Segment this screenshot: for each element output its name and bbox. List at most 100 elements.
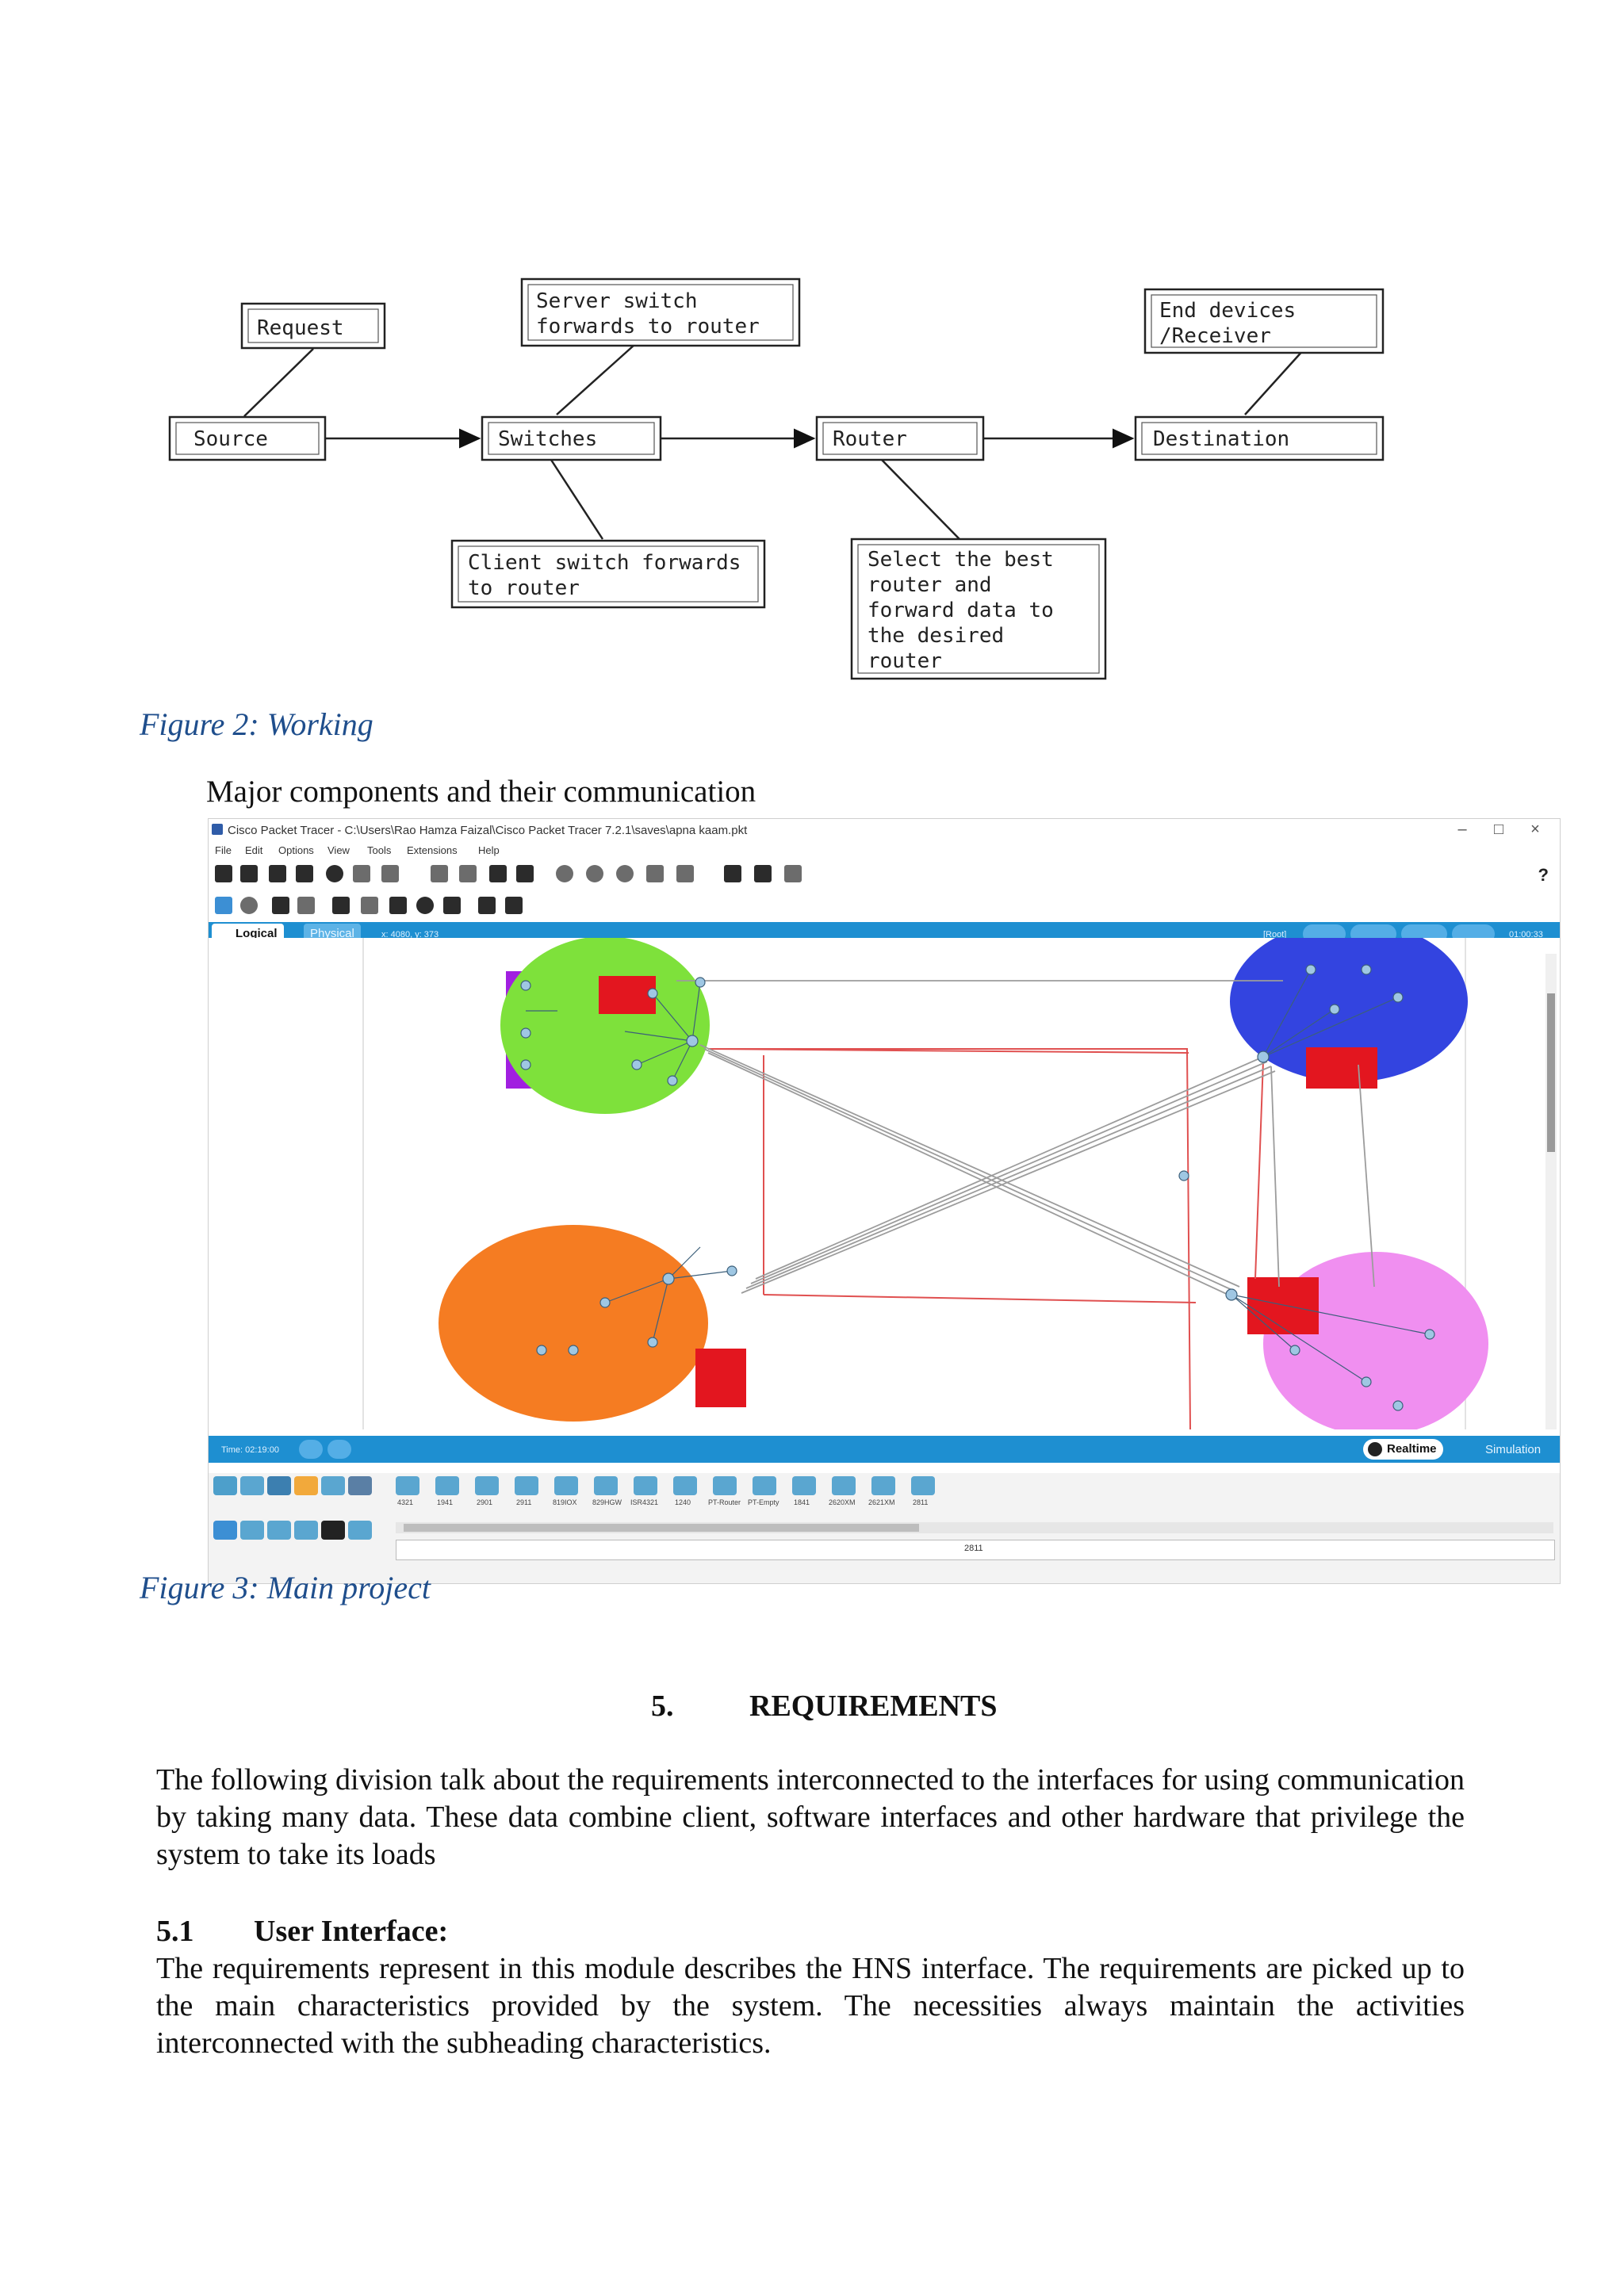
user-icon[interactable] xyxy=(381,865,399,882)
help-icon[interactable]: ? xyxy=(1538,865,1549,885)
palette-scrollbar-thumb[interactable] xyxy=(404,1524,919,1532)
section51-title: User Interface: xyxy=(254,1915,449,1948)
pink-zone xyxy=(1263,1252,1488,1429)
router-model-icon[interactable] xyxy=(911,1476,935,1495)
misc-icon[interactable] xyxy=(321,1476,345,1495)
routers-category-icon[interactable] xyxy=(213,1521,237,1540)
simple-pdu-icon[interactable] xyxy=(478,897,496,914)
wireless-category-icon[interactable] xyxy=(294,1521,318,1540)
router-model-label: 1941 xyxy=(437,1498,454,1506)
pdu-icon[interactable] xyxy=(724,865,741,882)
note-end-devices: End devices /Receiver xyxy=(1143,288,1385,354)
info-icon[interactable] xyxy=(326,865,343,882)
inspect-icon[interactable] xyxy=(240,897,258,914)
network-devices-icon[interactable] xyxy=(213,1476,237,1495)
note-server-switch-line1: Server switch xyxy=(536,289,698,313)
drawing-palette-icon[interactable] xyxy=(646,865,664,882)
node-source-label: Source xyxy=(193,427,268,451)
zoom-in-icon[interactable] xyxy=(556,865,573,882)
complex-pdu-icon[interactable] xyxy=(505,897,523,914)
zoom-reset-icon[interactable] xyxy=(586,865,603,882)
switches-category-icon[interactable] xyxy=(240,1521,264,1540)
undo-icon[interactable] xyxy=(489,865,507,882)
root-label: [Root] xyxy=(1263,930,1287,939)
router-model-icon[interactable] xyxy=(753,1476,776,1495)
network-info-icon[interactable] xyxy=(754,865,772,882)
fast-forward-icon[interactable] xyxy=(327,1440,351,1459)
router-model-icon[interactable] xyxy=(475,1476,499,1495)
zoom-out-icon[interactable] xyxy=(616,865,634,882)
server-cluster-green[interactable] xyxy=(599,976,656,1014)
router-model-label: 2901 xyxy=(477,1498,493,1506)
note-select-router-line5: router xyxy=(868,649,942,673)
selected-device-field: 2811 xyxy=(396,1540,1555,1560)
wan-emulation-category-icon[interactable] xyxy=(348,1521,372,1540)
rectangle-icon[interactable] xyxy=(389,897,407,914)
hubs-category-icon[interactable] xyxy=(267,1521,291,1540)
minimize-icon[interactable]: – xyxy=(1457,821,1467,838)
server-cluster-blue[interactable] xyxy=(1306,1047,1377,1089)
delete-icon[interactable] xyxy=(272,897,289,914)
router-model-icon[interactable] xyxy=(792,1476,816,1495)
clock-readout: 01:00:33 xyxy=(1509,930,1543,939)
router-model-label: PT-Empty xyxy=(748,1498,779,1506)
simulation-label[interactable]: Simulation xyxy=(1485,1443,1542,1456)
router-model-label: 4321 xyxy=(397,1498,414,1506)
physical-label: Physical xyxy=(310,927,354,940)
copy-icon[interactable] xyxy=(431,865,448,882)
realtime-label: Realtime xyxy=(1387,1442,1437,1456)
palette-scrollbar[interactable] xyxy=(396,1522,1553,1533)
open-folder-icon[interactable] xyxy=(240,865,258,882)
print-icon[interactable] xyxy=(296,865,313,882)
multiuser-icon[interactable] xyxy=(348,1476,372,1495)
green-zone xyxy=(500,938,710,1114)
router-model-icon[interactable] xyxy=(594,1476,618,1495)
wizard-icon[interactable] xyxy=(353,865,370,882)
ellipse-icon[interactable] xyxy=(416,897,434,914)
section5-number: 5. xyxy=(651,1689,674,1723)
connections-icon[interactable] xyxy=(294,1476,318,1495)
new-file-icon[interactable] xyxy=(215,865,232,882)
menu-options[interactable]: Options xyxy=(278,844,314,856)
router-model-icon[interactable] xyxy=(515,1476,538,1495)
resize-icon[interactable] xyxy=(297,897,315,914)
menu-help[interactable]: Help xyxy=(478,844,500,856)
menu-tools[interactable]: Tools xyxy=(367,844,392,856)
components-icon[interactable] xyxy=(267,1476,291,1495)
router-model-icon[interactable] xyxy=(832,1476,856,1495)
intro-line: Major components and their communication xyxy=(206,775,756,809)
note-icon[interactable] xyxy=(332,897,350,914)
menu-edit[interactable]: Edit xyxy=(245,844,263,856)
save-icon[interactable] xyxy=(269,865,286,882)
menu-file[interactable]: File xyxy=(215,844,232,856)
security-category-icon[interactable] xyxy=(321,1521,345,1540)
realtime-mode-button[interactable]: Realtime xyxy=(1363,1439,1443,1460)
logical-workspace-canvas[interactable] xyxy=(209,938,1560,1429)
custom-device-icon[interactable] xyxy=(676,865,694,882)
server-cluster-pink[interactable] xyxy=(1247,1277,1319,1334)
restore-icon[interactable]: □ xyxy=(1493,821,1504,838)
node-switches-label: Switches xyxy=(498,427,597,451)
router-model-icon[interactable] xyxy=(871,1476,895,1495)
router-model-icon[interactable] xyxy=(554,1476,578,1495)
router-model-icon[interactable] xyxy=(673,1476,697,1495)
server-cluster-orange[interactable] xyxy=(695,1349,746,1407)
router-model-icon[interactable] xyxy=(396,1476,419,1495)
close-icon[interactable]: × xyxy=(1530,821,1540,838)
menu-extensions[interactable]: Extensions xyxy=(407,844,458,856)
paste-icon[interactable] xyxy=(459,865,477,882)
note-server-switch: Server switch forwards to router xyxy=(520,277,801,347)
freeform-icon[interactable] xyxy=(443,897,461,914)
working-flow-diagram: Source Switches Router Destination Reque… xyxy=(168,277,1385,680)
select-icon[interactable] xyxy=(215,897,232,914)
draw-line-icon[interactable] xyxy=(361,897,378,914)
router-model-icon[interactable] xyxy=(435,1476,459,1495)
router-model-icon[interactable] xyxy=(713,1476,737,1495)
canvas-scrollbar-thumb[interactable] xyxy=(1547,993,1555,1152)
menu-view[interactable]: View xyxy=(327,844,350,856)
end-devices-icon[interactable] xyxy=(240,1476,264,1495)
screenshot-icon[interactable] xyxy=(784,865,802,882)
router-model-icon[interactable] xyxy=(634,1476,657,1495)
redo-icon[interactable] xyxy=(516,865,534,882)
power-cycle-icon[interactable] xyxy=(299,1440,323,1459)
